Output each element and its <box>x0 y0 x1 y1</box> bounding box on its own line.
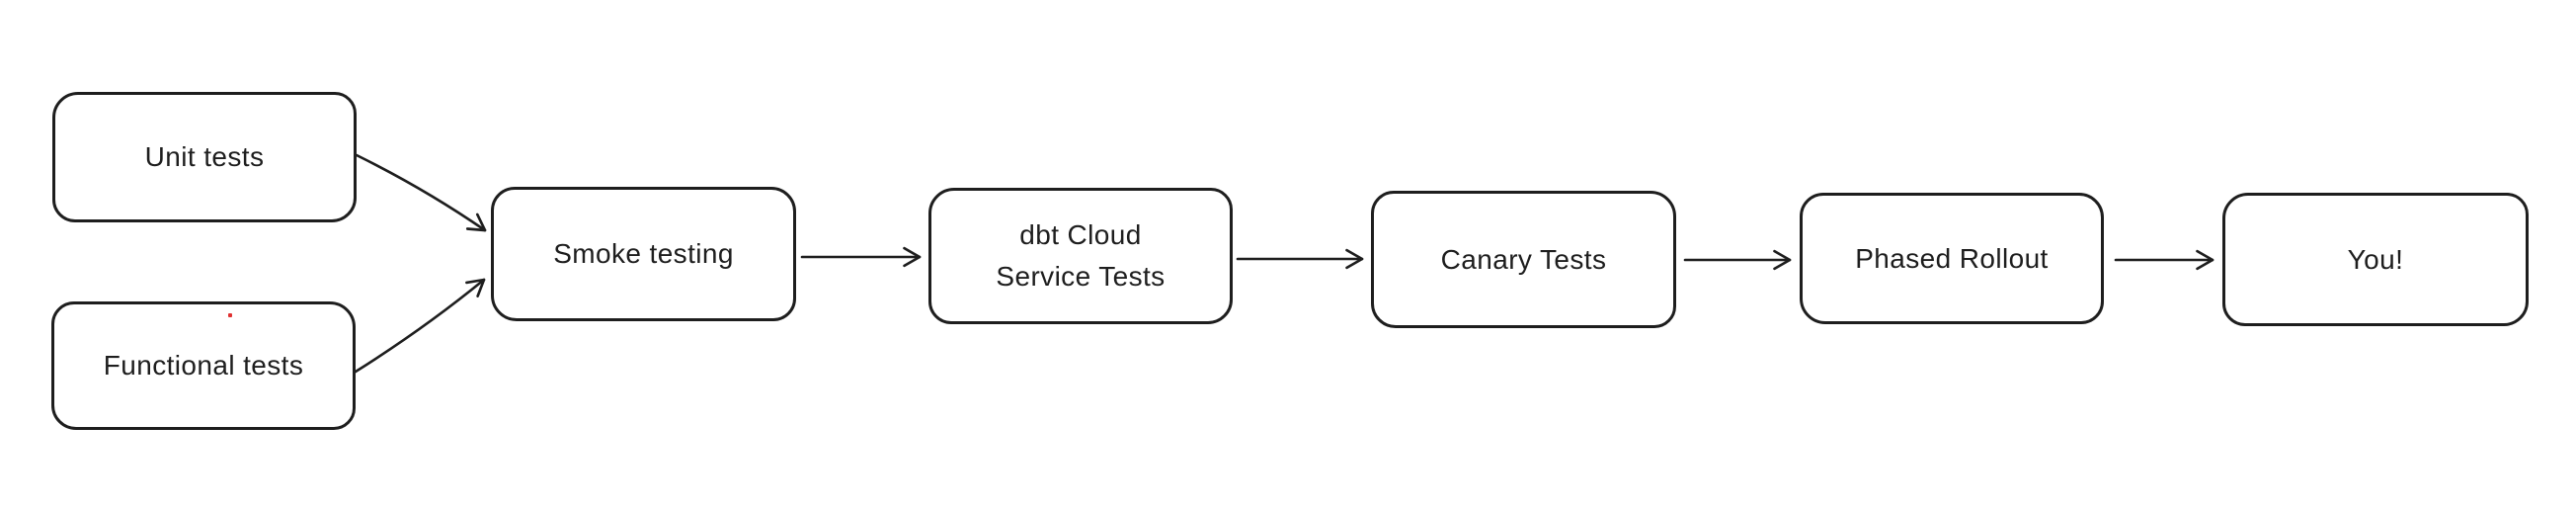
node-you-label: You! <box>2347 243 2404 275</box>
node-phased-rollout: Phased Rollout <box>1800 193 2104 324</box>
node-phased-rollout-label: Phased Rollout <box>1855 242 2049 274</box>
node-unit-tests-label: Unit tests <box>144 141 265 172</box>
node-canary-tests-label: Canary Tests <box>1440 243 1607 275</box>
arrow-unit-tests-to-smoke-testing <box>355 153 487 232</box>
node-functional-tests: Functional tests <box>51 301 356 430</box>
node-canary-tests: Canary Tests <box>1371 191 1676 328</box>
node-you: You! <box>2222 193 2529 326</box>
node-dbt-cloud-service-tests-label: dbt Cloud Service Tests <box>996 219 1166 292</box>
node-smoke-testing-label: Smoke testing <box>553 238 734 269</box>
arrow-functional-tests-to-smoke-testing <box>354 278 486 374</box>
node-smoke-testing: Smoke testing <box>491 187 796 321</box>
node-functional-tests-label: Functional tests <box>103 350 304 381</box>
red-speck-artifact <box>228 313 232 317</box>
node-unit-tests: Unit tests <box>52 92 357 222</box>
node-dbt-cloud-service-tests: dbt Cloud Service Tests <box>928 188 1233 324</box>
